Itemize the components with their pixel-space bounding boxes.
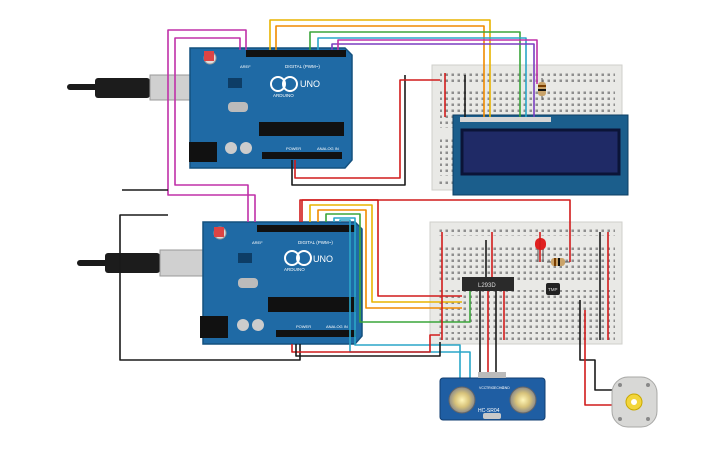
top-digital-label: DIGITAL (PWM~) <box>285 64 320 69</box>
top-brand-label: ARDUINO <box>273 93 294 98</box>
resistor-bottom <box>547 258 570 266</box>
pin-vcc-label: VCC <box>479 386 487 390</box>
bottom-brand-label: ARDUINO <box>284 267 305 272</box>
bottom-analog-label: ANALOG IN <box>326 324 348 329</box>
tmp-label: TMP <box>548 287 558 292</box>
bottom-power-label: POWER <box>296 324 311 329</box>
hc-sr04-label: HC-SR04 <box>478 408 500 414</box>
resistor-top <box>538 78 546 100</box>
dc-motor <box>611 376 658 428</box>
arduino-uno-bottom: DIGITAL (PWM~) AREF UNO ARDUINO POWER AN… <box>200 221 363 345</box>
hc-sr04-pin-labels: VCC TRIG ECHO GND <box>479 386 510 390</box>
bottom-aref-label: AREF <box>252 240 263 245</box>
wires <box>119 19 614 406</box>
usb-cable-top <box>67 74 209 101</box>
top-power-label: POWER <box>286 146 301 151</box>
pin-gnd-label: GND <box>502 386 510 390</box>
breadboard-bottom <box>429 221 623 345</box>
l293d-label: L293D <box>478 283 496 289</box>
bottom-uno-label: UNO <box>313 254 333 264</box>
top-analog-label: ANALOG IN <box>317 146 339 151</box>
usb-cable-bottom <box>77 249 219 277</box>
top-aref-label: AREF <box>240 64 251 69</box>
top-uno-label: UNO <box>300 79 320 89</box>
tmp36-temperature-sensor: TMP <box>546 283 560 295</box>
lcd-16x2-display <box>452 114 629 196</box>
bottom-digital-label: DIGITAL (PWM~) <box>298 240 333 245</box>
hc-sr04-ultrasonic-sensor: HC-SR04 VCC TRIG ECHO GND <box>439 372 546 421</box>
arduino-uno-top: DIGITAL (PWM~) AREF UNO ARDUINO POWER AN… <box>189 47 353 169</box>
l293d-driver-ic: L293D <box>462 277 514 291</box>
pin-echo-label: ECHO <box>494 386 504 390</box>
pin-trig-label: TRIG <box>486 386 495 390</box>
